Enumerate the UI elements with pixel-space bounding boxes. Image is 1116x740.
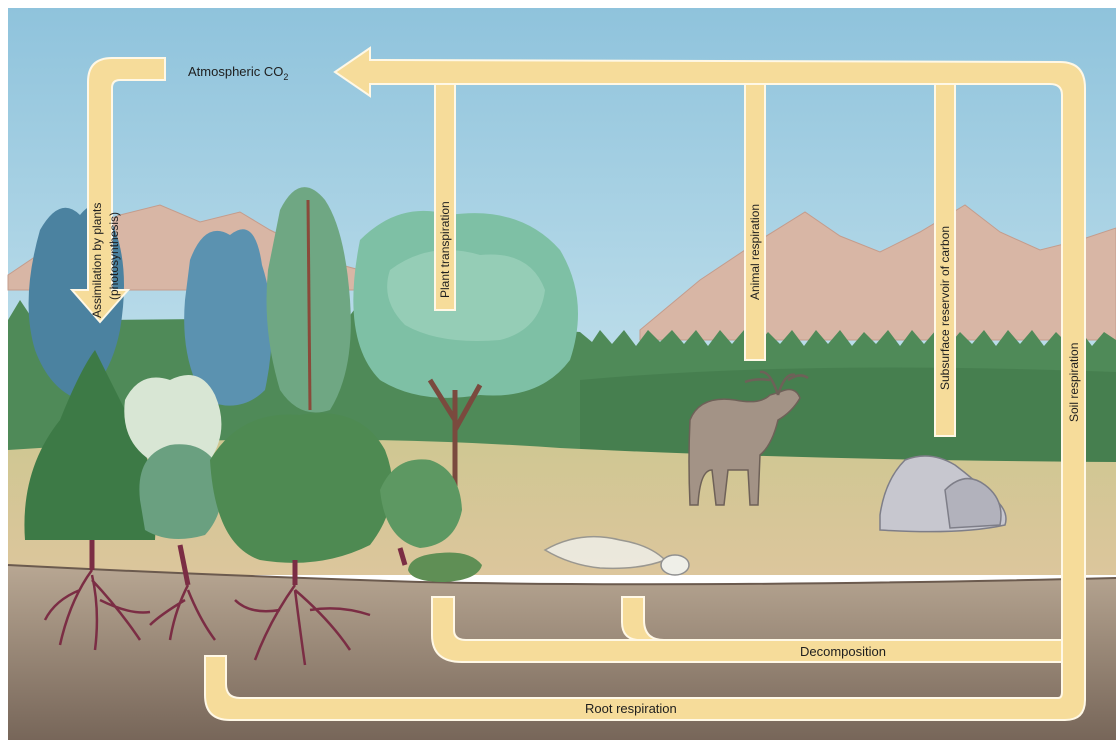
root-respiration-label: Root respiration xyxy=(585,701,677,716)
plant-transpiration-label: Plant transpiration xyxy=(438,201,452,298)
assimilation-label-1: Assimilation by plants xyxy=(90,203,104,318)
subsurface-label: Subsurface reservoir of carbon xyxy=(938,226,952,390)
decomposition-label: Decomposition xyxy=(800,644,886,659)
soil-respiration-label: Soil respiration xyxy=(1067,343,1081,422)
animal-respiration-label: Animal respiration xyxy=(748,204,762,300)
assimilation-label-2: (photosynthesis) xyxy=(107,212,121,300)
